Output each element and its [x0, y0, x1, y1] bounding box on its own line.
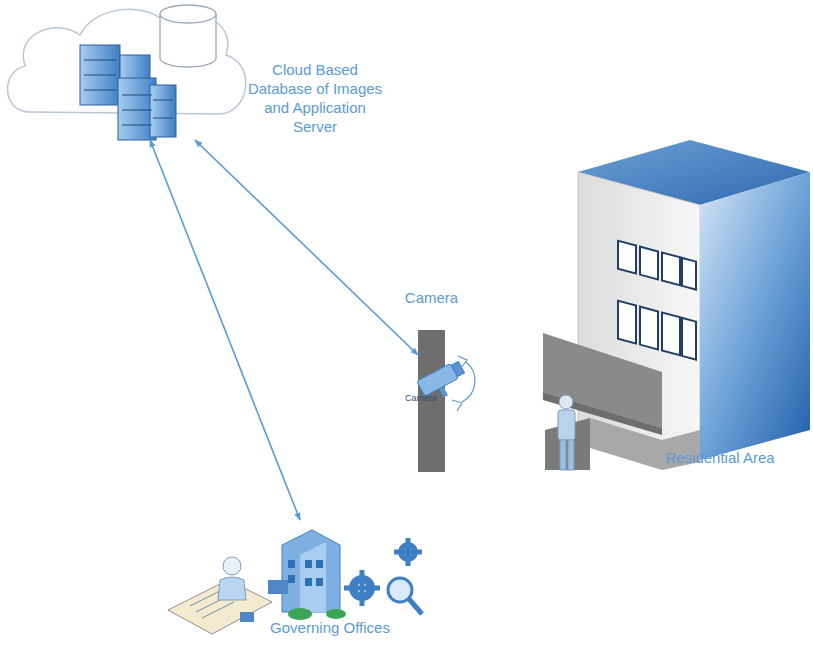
node-label: Residential Area [640, 448, 800, 467]
connector-arrow [150, 140, 300, 520]
office-node: Governing Offices [160, 520, 460, 642]
office-icons [168, 530, 422, 634]
icon-label: Camera [405, 393, 437, 403]
node-label: Cloud Based Database of Images and Appli… [240, 60, 390, 136]
node-label: Camera [383, 288, 480, 307]
building-node: Residential Area [540, 140, 810, 475]
building [543, 140, 810, 470]
cloud-node: Cloud Based Database of Images and Appli… [0, 0, 250, 140]
node-label: Governing Offices [250, 618, 410, 637]
connector-arrow [195, 140, 418, 355]
cloud [8, 5, 246, 140]
